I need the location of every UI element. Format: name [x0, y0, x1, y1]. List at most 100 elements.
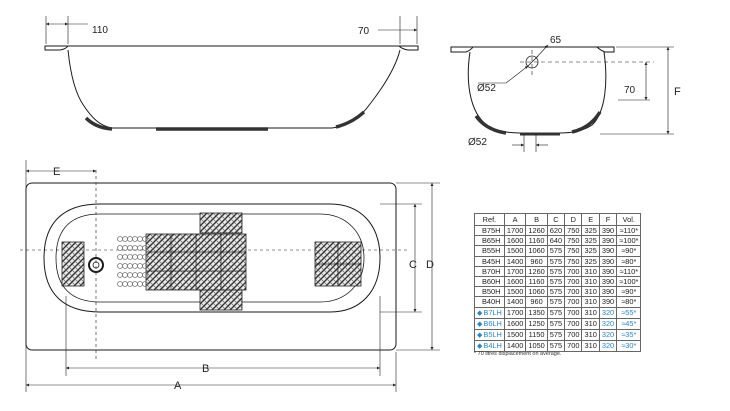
ref-value: B70H: [482, 266, 501, 276]
ref-cell: B40H: [474, 296, 505, 308]
drain: [88, 257, 104, 273]
cell-b: 1160: [525, 275, 548, 288]
header-a: A: [503, 213, 527, 226]
header-c: C: [546, 213, 566, 226]
cell-vol: ≈45*: [616, 317, 642, 330]
cell-vol: ≈90*: [616, 245, 642, 257]
cell-vol: ≈100*: [616, 235, 642, 247]
rib-dot: [117, 281, 123, 287]
ref-cell: ◆B5LH: [474, 328, 505, 341]
rib-dot: [122, 254, 128, 260]
cell-b: 960: [525, 255, 548, 267]
rib-dot: [132, 272, 138, 278]
rib-dot: [132, 281, 138, 287]
rib-dot: [132, 236, 138, 242]
cell-f: 390: [598, 296, 618, 308]
grip-mats: [61, 212, 362, 311]
cell-e: 325: [581, 235, 600, 247]
cell-b: 1350: [525, 306, 548, 319]
length-b-label: B: [202, 363, 209, 375]
ref-cell: ◆B7LH: [474, 306, 505, 319]
cell-e: 325: [581, 245, 600, 257]
rib-dot: [122, 236, 128, 242]
cell-c: 575: [546, 265, 566, 277]
rib-dot: [117, 263, 123, 269]
plan-inner-basin: [43, 203, 381, 313]
cell-vol: ≈110*: [616, 265, 642, 277]
depth-d-label: D: [426, 259, 434, 271]
header-f: F: [598, 213, 618, 226]
length-a-label: A: [174, 380, 182, 392]
cell-b: 1150: [525, 328, 548, 341]
cell-e: 310: [581, 306, 600, 319]
header-b: B: [525, 213, 548, 226]
drop-icon: ◆: [477, 342, 483, 350]
cell-b: 960: [525, 296, 548, 308]
ref-value: B50H: [482, 287, 501, 297]
rib-dot: [122, 281, 128, 287]
cell-vol: ≈90*: [616, 286, 642, 298]
cell-e: 325: [581, 255, 600, 267]
header-d: D: [564, 213, 583, 226]
cell-e: 310: [581, 265, 600, 277]
cell-d: 750: [564, 235, 583, 247]
cell-c: 640: [546, 235, 566, 247]
ref-cell: ◆B6LH: [474, 317, 505, 330]
mat-side-bottom: [199, 289, 243, 311]
ref-value: B4LH: [483, 340, 502, 350]
cell-d: 750: [564, 224, 583, 237]
header-e: E: [581, 213, 600, 226]
footnote: * 70 litres displacement on average.: [474, 351, 562, 357]
ref-value: B65H: [482, 236, 501, 246]
mat-side-top: [199, 212, 243, 234]
cell-a: 1600: [503, 317, 527, 330]
cell-vol: ≈100*: [616, 275, 642, 288]
rib-dot: [132, 254, 138, 260]
mat-ribbed-pad: [117, 236, 148, 287]
ref-cell: B50H: [474, 286, 505, 298]
drop-icon: ◆: [477, 320, 483, 328]
ref-value: B5LH: [483, 329, 502, 339]
rib-dot: [142, 254, 148, 260]
rib-dot: [127, 236, 133, 242]
ref-value: B7LH: [483, 307, 502, 317]
cell-c: 575: [546, 255, 566, 267]
ref-value: B60H: [482, 277, 501, 287]
cell-f: 390: [598, 235, 618, 247]
rib-dot: [142, 281, 148, 287]
rib-dot: [117, 254, 123, 260]
cell-d: 700: [564, 265, 583, 277]
cell-vol: ≈110*: [616, 224, 642, 237]
cell-a: 1600: [503, 235, 527, 247]
cell-vol: ≈55*: [616, 306, 642, 319]
header-vol: Vol.: [616, 213, 642, 226]
cell-c: 575: [546, 339, 566, 352]
cell-c: 575: [546, 328, 566, 341]
top-radius-dimension: 65: [550, 35, 562, 46]
ref-cell: B70H: [474, 265, 505, 277]
rim-left-dimension: 110: [92, 25, 108, 36]
side-view: [44, 16, 419, 131]
cell-c: 620: [546, 224, 566, 237]
cell-c: 575: [546, 317, 566, 330]
cell-d: 700: [564, 317, 583, 330]
rib-dot: [137, 263, 143, 269]
cell-d: 750: [564, 245, 583, 257]
cell-f: 390: [598, 245, 618, 257]
rim-right-dimension: 70: [358, 26, 370, 37]
cell-d: 700: [564, 306, 583, 319]
rib-dot: [127, 272, 133, 278]
cell-vol: ≈80*: [616, 255, 642, 267]
cell-d: 700: [564, 328, 583, 341]
cell-b: 1060: [525, 245, 548, 257]
overflow-hole-dimension: Ø52: [477, 83, 496, 94]
ref-value: B6LH: [483, 318, 502, 328]
ref-cell: B75H: [474, 224, 505, 237]
